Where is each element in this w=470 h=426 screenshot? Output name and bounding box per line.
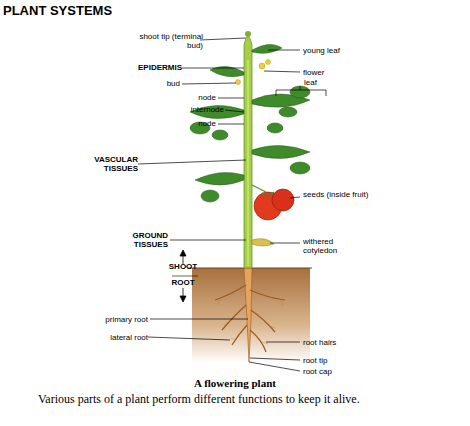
part-label: root cap [303,367,383,376]
fruit-calyx [262,192,274,196]
note-text: Various parts of a plant perform differe… [38,392,468,406]
figure-caption: A flowering plant [0,377,470,389]
flowers [236,60,271,85]
part-label: young leaf [303,46,383,55]
part-label: node [180,93,216,102]
part-label: withered cotyledon [303,237,353,255]
diagram-title: PLANT SYSTEMS [3,3,112,18]
part-label: shoot tip (terminal bud) [137,32,203,50]
part-label: primary root [88,315,148,324]
primary-root [244,268,252,362]
part-label: leaf [304,78,364,87]
soil [192,268,310,363]
part-label: flower [303,68,383,77]
vascular-strand [247,60,248,266]
shoot-root-arrow [172,250,198,302]
withered-cotyledon [252,239,274,246]
part-label: EPIDERMIS [130,63,182,72]
stem [244,37,252,269]
part-label: lateral root [88,333,148,342]
part-label: SHOOT [163,262,203,271]
part-label: root hairs [303,338,383,347]
part-label: GROUND TISSUES [120,231,168,249]
part-label: bud [150,79,180,88]
part-label: internode [176,105,224,114]
part-label: VASCULAR TISSUES [90,155,138,173]
part-label: root tip [303,356,383,365]
leader-lines [138,38,326,371]
part-label: ROOT [163,278,203,287]
part-label: node [180,119,216,128]
root-hairs [218,298,283,344]
fruit-stalk [252,185,266,192]
terminal-bud [245,31,251,37]
part-label: seeds (inside fruit) [303,190,373,199]
tomato-fruit [272,189,294,211]
